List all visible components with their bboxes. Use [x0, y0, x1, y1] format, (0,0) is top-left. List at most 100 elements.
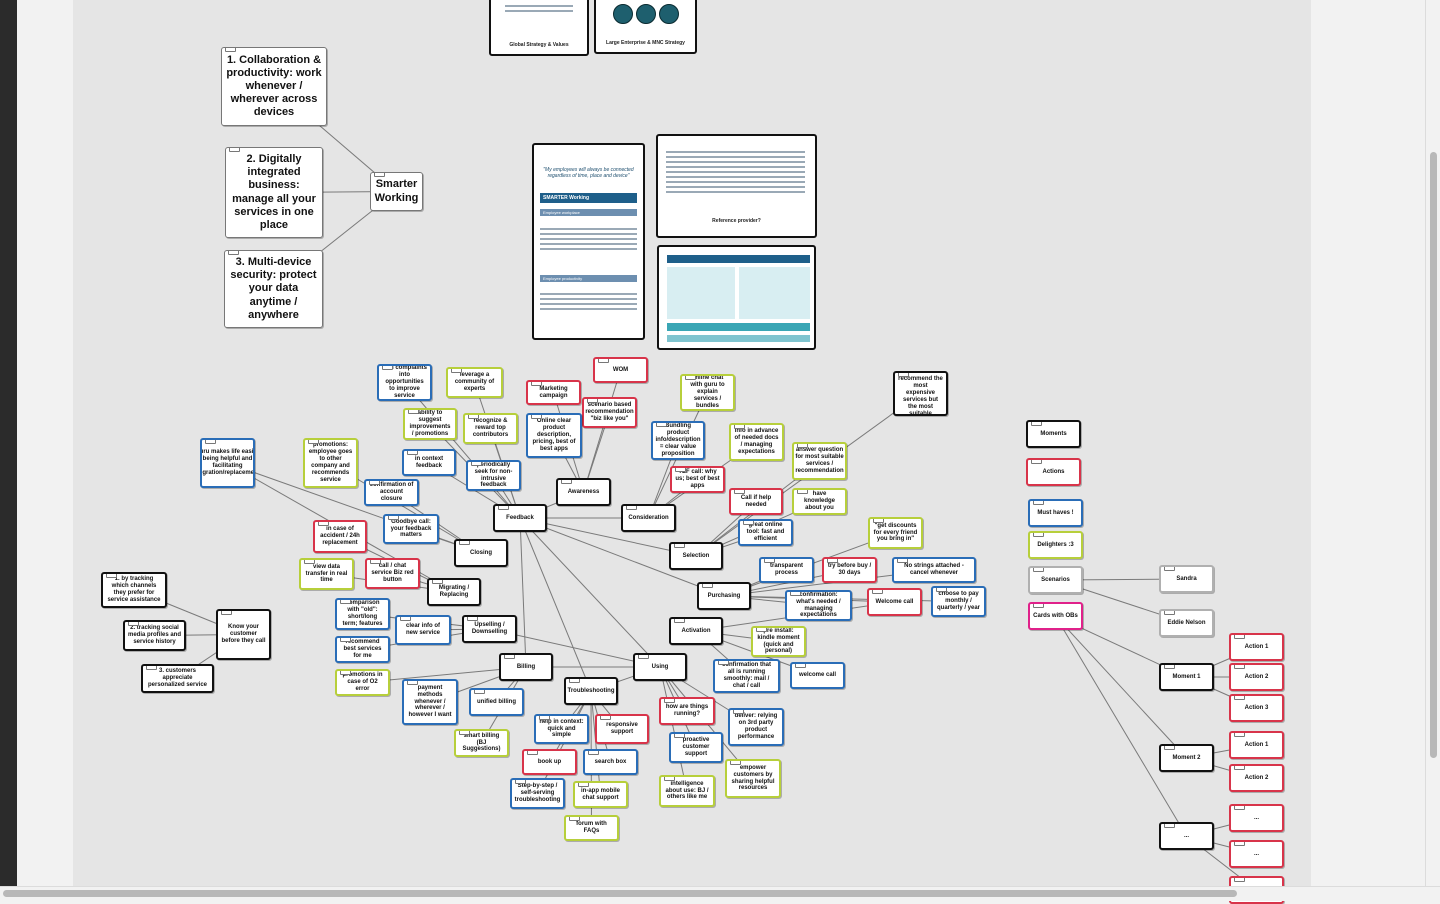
- note-call-if-help[interactable]: Call if help needed: [729, 488, 783, 515]
- note-empower-customers[interactable]: empower customers by sharing helpful res…: [725, 759, 781, 798]
- note-search-box[interactable]: search box: [583, 749, 638, 775]
- stage-troubleshooting[interactable]: Troubleshooting: [564, 677, 618, 705]
- note-in-app-chat[interactable]: in-app mobile chat support: [573, 781, 628, 808]
- legend-scenarios[interactable]: Scenarios: [1028, 566, 1083, 594]
- horizontal-scrollbar[interactable]: [0, 886, 1440, 901]
- legend-actions[interactable]: Actions: [1026, 458, 1081, 486]
- note-tracking-social[interactable]: 2. tracking social media profiles and se…: [123, 620, 186, 651]
- scenario-eddie[interactable]: Eddie Nelson: [1159, 609, 1214, 637]
- vertical-scrollbar[interactable]: [1425, 0, 1440, 886]
- action-marketing-campaign[interactable]: Marketing campaign: [526, 380, 581, 405]
- note-forum-faqs[interactable]: forum with FAQs: [564, 815, 619, 841]
- note-promotions-o2[interactable]: promotions in case of O2 error: [335, 669, 390, 696]
- action-wom[interactable]: WOM: [593, 357, 648, 383]
- note-confirmation-running[interactable]: confirmation that all is running smoothl…: [713, 659, 780, 693]
- note-tef-call[interactable]: TEF call: why us; best of best apps: [670, 466, 725, 493]
- note-no-strings[interactable]: No strings attached - cancel whenever: [892, 557, 976, 583]
- note-promotions-employee[interactable]: promotions: employee goes to other compa…: [303, 438, 358, 488]
- action-welcome-call[interactable]: Welcome call: [867, 588, 922, 616]
- note-proactive-support[interactable]: proactive customer support: [669, 732, 723, 763]
- horizontal-scroll-thumb[interactable]: [3, 890, 1237, 897]
- stage-closing[interactable]: Closing: [454, 539, 508, 567]
- note-do-not-recommend[interactable]: do not recommend the most expensive serv…: [893, 371, 948, 416]
- note-scenario-reco[interactable]: scenario based recommendation "biz like …: [582, 397, 637, 428]
- stage-migrating[interactable]: Migrating / Replacing: [427, 578, 481, 606]
- note-accident[interactable]: in case of accident / 24h replacement: [313, 520, 367, 553]
- note-try-before-buy[interactable]: try before buy / 30 days: [822, 557, 877, 583]
- moment2-action-2[interactable]: Action 2: [1229, 764, 1284, 792]
- note-get-discounts[interactable]: "get discounts for every friend you brin…: [868, 517, 923, 549]
- smarter-working-slide[interactable]: "My employees will always be connected r…: [532, 143, 645, 340]
- pillar-collaboration-card[interactable]: 1. Collaboration & productivity: work wh…: [221, 47, 327, 126]
- note-in-context[interactable]: in context feedback: [402, 449, 456, 476]
- note-answer-question[interactable]: answer question for most suitable servic…: [792, 442, 847, 480]
- pillar-security-card[interactable]: 3. Multi-device security: protect your d…: [224, 250, 323, 328]
- note-comparison[interactable]: comparison with "old": short/long term; …: [335, 598, 390, 630]
- note-have-knowledge[interactable]: have knowledge about you: [792, 488, 847, 515]
- global-strategy-tile[interactable]: Global Strategy & Values: [489, 0, 589, 56]
- note-confirmation-needed[interactable]: confirmation: what's needed / managing e…: [785, 590, 852, 621]
- legend-moments[interactable]: Moments: [1026, 420, 1081, 448]
- note-unified-billing[interactable]: unified billing: [469, 688, 524, 716]
- smarter-working-detail-slide[interactable]: [657, 245, 816, 350]
- note-ability-suggest[interactable]: ability to suggest improvements / promot…: [403, 408, 457, 440]
- stage-know-customer[interactable]: Know your customer before they call: [216, 609, 271, 660]
- stage-activation[interactable]: Activation: [669, 617, 723, 645]
- note-confirmation-closure[interactable]: confirmation of account closure: [364, 479, 419, 506]
- moment-1[interactable]: Moment 1: [1159, 663, 1214, 691]
- note-leverage-community[interactable]: leverage a community of experts: [446, 367, 503, 398]
- note-pre-install[interactable]: pre install: kindle moment (quick and pe…: [751, 626, 806, 657]
- note-smart-billing[interactable]: smart billing (BJ Suggestions): [454, 729, 509, 757]
- stage-consideration[interactable]: Consideration: [621, 504, 676, 532]
- note-great-online-tool[interactable]: great online tool: fast and efficient: [738, 519, 793, 546]
- stage-selection[interactable]: Selection: [669, 542, 723, 570]
- note-online-chat-guru[interactable]: online chat with guru to explain service…: [680, 374, 735, 411]
- note-deliver-relying[interactable]: deliver: relying on 3rd party product pe…: [728, 708, 784, 746]
- legend-must-haves[interactable]: Must haves !: [1028, 499, 1083, 527]
- note-welcome-call-small[interactable]: welcome call: [790, 662, 845, 689]
- moment2-action-1[interactable]: Action 1: [1229, 731, 1284, 759]
- note-transparent[interactable]: transparent process: [759, 557, 814, 583]
- note-intelligence[interactable]: intelligence about use: BJ / others like…: [659, 775, 715, 807]
- note-bundling-product[interactable]: Bundling product info/description = clea…: [651, 421, 705, 460]
- note-online-clear[interactable]: Online clear product description, pricin…: [526, 413, 582, 458]
- note-customers-appreciate[interactable]: 3. customers appreciate personalized ser…: [141, 664, 214, 693]
- note-guru-life[interactable]: guru makes life easier being helpful and…: [200, 438, 255, 488]
- note-recognize-reward[interactable]: recognize & reward top contributors: [463, 413, 518, 444]
- stage-using[interactable]: Using: [633, 653, 687, 681]
- moment1-action-2[interactable]: Action 2: [1229, 663, 1284, 691]
- note-periodically-seek[interactable]: periodically seek for non-intrusive feed…: [466, 460, 521, 491]
- note-responsive-support[interactable]: responsive support: [595, 714, 649, 744]
- note-call-chat[interactable]: call / chat service Biz red button: [365, 558, 420, 589]
- note-recommend-best[interactable]: recommend best services for me: [335, 636, 390, 663]
- note-book-up[interactable]: book up: [522, 749, 577, 775]
- moment1-action-1[interactable]: Action 1: [1229, 633, 1284, 661]
- note-turn-complaints[interactable]: turn complaints into opportunities to im…: [377, 364, 432, 401]
- stage-upselling[interactable]: Upselling / Downselling: [462, 615, 517, 643]
- reference-provider-slide[interactable]: Reference provider?: [656, 134, 817, 238]
- note-view-data[interactable]: view data transfer in real time: [299, 558, 354, 590]
- stage-feedback[interactable]: Feedback: [493, 504, 547, 532]
- note-tracking-channels[interactable]: 1. by tracking which channels they prefe…: [101, 572, 167, 608]
- scenario-sandra[interactable]: Sandra: [1159, 565, 1214, 593]
- board-canvas[interactable]: Global Strategy & Values Large Enterpris…: [73, 0, 1311, 904]
- stage-awareness[interactable]: Awareness: [556, 478, 611, 506]
- pillar-digitally-integrated-card[interactable]: 2. Digitally integrated business: manage…: [225, 147, 323, 238]
- more-action-2[interactable]: ...: [1229, 840, 1284, 868]
- moment-2[interactable]: Moment 2: [1159, 744, 1214, 772]
- note-help-context[interactable]: help in context: quick and simple: [534, 714, 589, 744]
- more-action-1[interactable]: ...: [1229, 804, 1284, 832]
- note-info-advance[interactable]: info in advance of needed docs / managin…: [729, 423, 784, 461]
- large-enterprise-tile[interactable]: Large Enterprise & MNC Strategy: [594, 0, 697, 54]
- stage-purchasing[interactable]: Purchasing: [697, 582, 751, 610]
- legend-delighters[interactable]: Delighters :3: [1028, 531, 1083, 559]
- moment-more[interactable]: ...: [1159, 822, 1214, 850]
- note-clear-info[interactable]: clear info of new service: [395, 615, 451, 645]
- vertical-scroll-thumb[interactable]: [1430, 152, 1437, 758]
- moment1-action-3[interactable]: Action 3: [1229, 694, 1284, 722]
- note-how-things[interactable]: how are things running?: [659, 697, 715, 725]
- stage-billing[interactable]: Billing: [499, 653, 553, 681]
- note-choose-to-pay[interactable]: choose to pay monthly / quarterly / year: [931, 586, 986, 617]
- note-goodbye-call[interactable]: Goodbye call: your feedback matters: [383, 514, 439, 544]
- note-step-by-step[interactable]: Step-by-step / self-serving troubleshoot…: [510, 778, 565, 809]
